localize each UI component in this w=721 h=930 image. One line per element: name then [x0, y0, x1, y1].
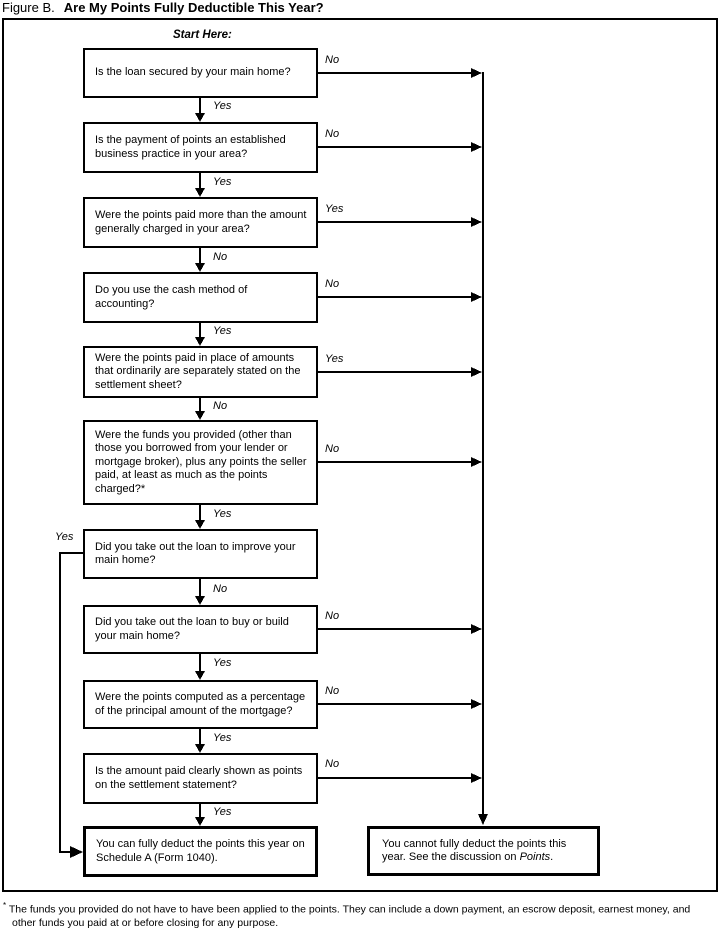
edge-label-down-6-yes: Yes: [213, 508, 232, 520]
decision-box-funds-provided-text: Were the funds you provided (other than …: [95, 428, 307, 495]
edge-label-side-7-yes-left: Yes: [55, 531, 74, 543]
figure-title: Figure B. Are My Points Fully Deductible …: [2, 0, 324, 15]
decision-box-funds-provided: Were the funds you provided (other than …: [83, 420, 318, 505]
flowchart-border: [2, 18, 718, 892]
edge-label-side-8-no: No: [325, 610, 340, 622]
decision-box-clearly-shown-text: Is the amount paid clearly shown as poin…: [95, 765, 303, 791]
footnote: * The funds you provided do not have to …: [3, 899, 717, 930]
edge-label-down-2-yes: Yes: [213, 176, 232, 188]
result-box-can-deduct: You can fully deduct the points this yea…: [83, 826, 318, 877]
decision-box-established-practice-text: Is the payment of points an established …: [95, 134, 286, 160]
decision-box-clearly-shown: Is the amount paid clearly shown as poin…: [83, 753, 318, 804]
decision-box-points-percentage: Were the points computed as a percentage…: [83, 680, 318, 729]
decision-box-points-percentage-text: Were the points computed as a percentage…: [95, 691, 306, 717]
decision-box-points-more-than-charged-text: Were the points paid more than the amoun…: [95, 209, 307, 235]
edge-label-side-5-yes: Yes: [325, 353, 344, 365]
edge-label-side-9-no: No: [325, 685, 340, 697]
footnote-asterisk: *: [3, 901, 7, 910]
result-cannot-italic: Points: [519, 851, 551, 863]
decision-box-established-practice: Is the payment of points an established …: [83, 122, 318, 173]
edge-label-down-1-yes: Yes: [213, 100, 232, 112]
decision-box-points-in-place-of-amounts-text: Were the points paid in place of amounts…: [95, 351, 301, 391]
decision-box-loan-to-improve-text: Did you take out the loan to improve you…: [95, 540, 296, 567]
decision-box-loan-to-buy-build-text: Did you take out the loan to buy or buil…: [95, 616, 289, 642]
decision-box-loan-to-improve: Did you take out the loan to improve you…: [83, 529, 318, 579]
decision-box-points-in-place-of-amounts: Were the points paid in place of amounts…: [83, 346, 318, 398]
edge-label-down-9-yes: Yes: [213, 732, 232, 744]
edge-label-down-5-no: No: [213, 400, 228, 412]
edge-label-side-2-no: No: [325, 128, 340, 140]
edge-label-side-6-no: No: [325, 443, 340, 455]
figure-title-main: Are My Points Fully Deductible This Year…: [63, 0, 324, 15]
edge-label-side-3-yes: Yes: [325, 203, 344, 215]
edge-label-down-3-no: No: [213, 251, 228, 263]
edge-label-side-1-no: No: [325, 54, 340, 66]
decision-box-loan-secured: Is the loan secured by your main home?: [83, 48, 318, 98]
edge-label-down-8-yes: Yes: [213, 657, 232, 669]
decision-box-cash-method-text: Do you use the cash method of accounting…: [95, 284, 248, 310]
result-box-cannot-deduct-text: You cannot fully deduct the points this …: [382, 838, 589, 865]
result-box-can-deduct-text: You can fully deduct the points this yea…: [96, 838, 305, 864]
result-box-cannot-deduct: You cannot fully deduct the points this …: [367, 826, 600, 876]
decision-box-cash-method: Do you use the cash method of accounting…: [83, 272, 318, 323]
decision-box-loan-to-buy-build: Did you take out the loan to buy or buil…: [83, 605, 318, 654]
edge-label-down-4-yes: Yes: [213, 325, 232, 337]
start-here-label: Start Here:: [173, 29, 232, 41]
result-cannot-suffix: .: [550, 851, 554, 863]
decision-box-loan-secured-text: Is the loan secured by your main home?: [95, 66, 291, 79]
edge-label-side-4-no: No: [325, 278, 340, 290]
edge-label-down-7-no: No: [213, 583, 228, 595]
figure-title-prefix: Figure B.: [2, 0, 55, 15]
decision-box-points-more-than-charged: Were the points paid more than the amoun…: [83, 197, 318, 248]
result-cannot-prefix: You cannot fully deduct the points this …: [382, 837, 567, 864]
edge-label-side-10-no: No: [325, 758, 340, 770]
footnote-text: The funds you provided do not have to ha…: [6, 903, 691, 929]
edge-label-down-10-yes: Yes: [213, 806, 232, 818]
